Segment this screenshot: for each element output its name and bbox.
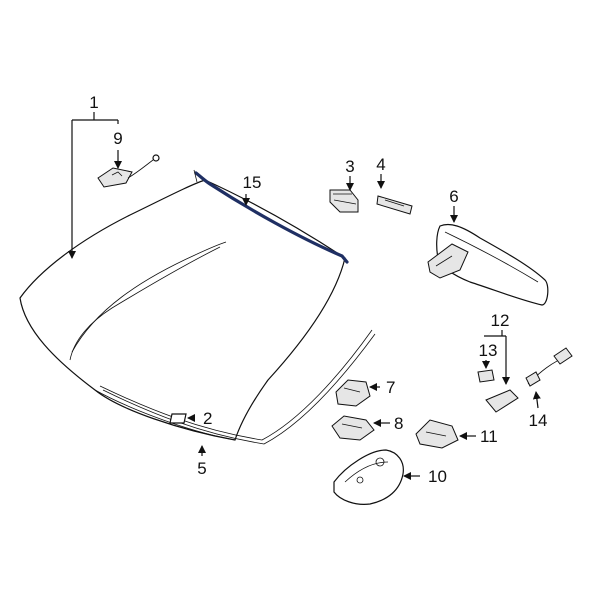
part-2-label-sticker [169,413,187,424]
part-9-sensor [97,154,160,188]
callout-11: 11 [480,427,498,446]
callout-15: 15 [243,173,262,192]
part-8-bracket [331,415,375,441]
part-3-clip [329,189,359,213]
callout-9: 9 [113,129,122,148]
part-6-mirror [427,223,549,306]
callout-13: 13 [479,341,498,360]
lower-moulding [99,329,376,445]
callout-10: 10 [428,467,447,486]
upper-seal-highlighted [193,169,349,264]
callout-3: 3 [345,157,354,176]
part-11-mount [415,419,459,449]
part-14-harness [525,347,573,387]
part-12-module [485,389,519,413]
callout-7: 7 [386,378,395,397]
callout-4: 4 [376,155,385,174]
part-13-pad [477,369,495,383]
callout-2: 2 [203,409,212,428]
leader-lines [72,112,541,480]
callout-5: 5 [197,459,206,478]
callout-6: 6 [449,187,458,206]
callout-14: 14 [529,411,548,430]
part-7-bracket [335,379,371,407]
part-10-overhead-console [333,449,404,505]
windshield-glass [19,179,346,441]
part-4-plate [376,195,413,215]
callout-12: 12 [491,311,510,330]
callout-8: 8 [394,414,403,433]
callout-1: 1 [89,93,98,112]
callouts: 1 2 3 4 5 6 7 8 9 10 11 12 13 14 15 [89,93,547,486]
